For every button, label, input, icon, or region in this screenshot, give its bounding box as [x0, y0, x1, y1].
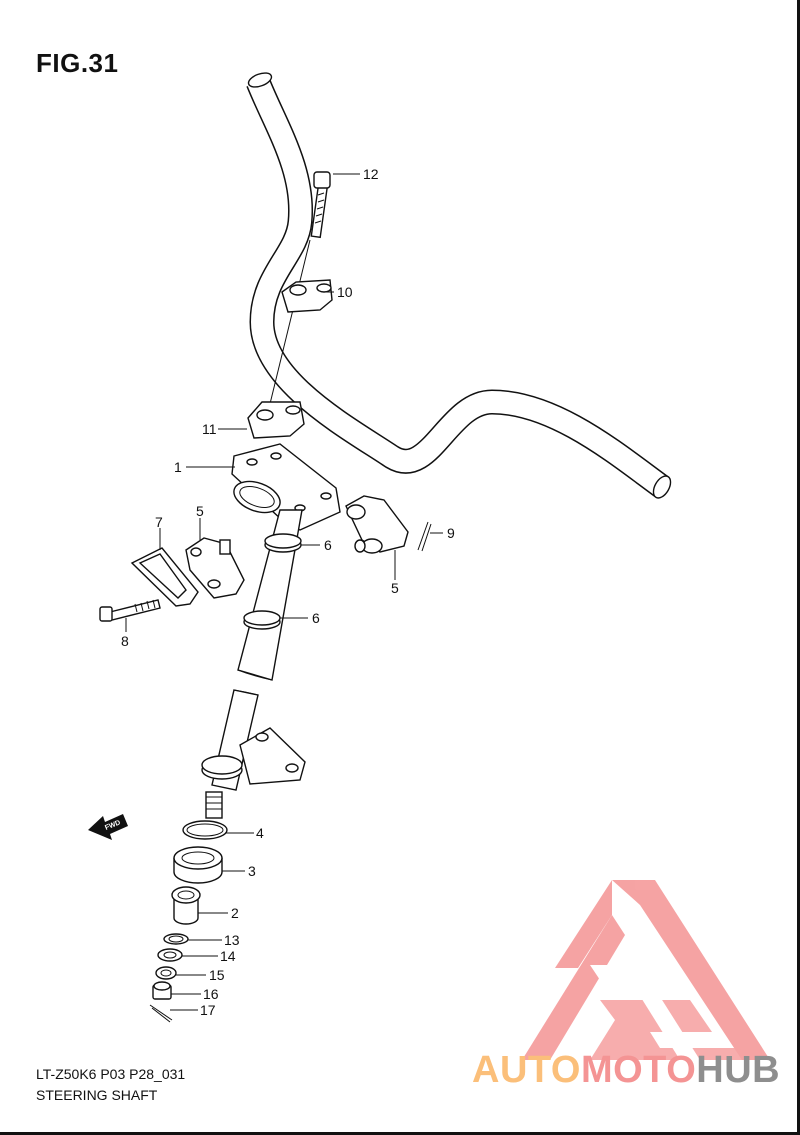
- part-2-bushing: [171, 886, 201, 925]
- callout-6-lower: 6: [312, 610, 320, 626]
- part-5-left-holder: [185, 537, 245, 599]
- steering-shaft-lower: [201, 689, 306, 819]
- part-17-cotter-pin: [149, 1004, 173, 1023]
- callout-15: 15: [209, 967, 225, 983]
- callout-2: 2: [231, 905, 239, 921]
- callout-13: 13: [224, 932, 240, 948]
- callout-4: 4: [256, 825, 264, 841]
- part-11-lower-holder: [247, 401, 305, 439]
- callout-5-left: 5: [196, 503, 204, 519]
- callout-17: 17: [200, 1002, 216, 1018]
- watermark-hub: HUB: [696, 1049, 781, 1091]
- callout-10: 10: [337, 284, 353, 300]
- part-1-steering-plate: [231, 443, 341, 531]
- fwd-arrow-icon: FWD: [88, 814, 128, 840]
- figure-title: FIG.31: [36, 48, 119, 78]
- part-7-lock-plate: [130, 547, 199, 607]
- part-10-upper-holder: [281, 279, 333, 313]
- frame-border-bottom: [0, 1132, 800, 1135]
- watermark-auto: AUTO: [472, 1049, 581, 1091]
- callout-7: 7: [155, 514, 163, 530]
- callout-3: 3: [248, 863, 256, 879]
- part-16-nut: [152, 981, 172, 1000]
- watermark-logo: [522, 880, 770, 1060]
- part-8-bolt: [99, 599, 161, 622]
- watermark-moto: MOTO: [580, 1049, 697, 1091]
- callout-14: 14: [220, 948, 236, 964]
- leader-lines: [125, 173, 443, 1011]
- watermark-text: AUTOMOTOHUB: [472, 1049, 780, 1092]
- diagram-code: LT-Z50K6 P03 P28_031: [36, 1066, 186, 1082]
- handlebar: [246, 72, 672, 499]
- part-5-right-holder: [345, 495, 409, 554]
- callout-6-upper: 6: [324, 537, 332, 553]
- diagram-name: STEERING SHAFT: [36, 1087, 158, 1103]
- part-3-oil-seal: [173, 846, 223, 884]
- steering-shaft-upper: [237, 509, 303, 681]
- callout-1: 1: [174, 459, 182, 475]
- callout-9: 9: [447, 525, 455, 541]
- part-12-bolt: [267, 171, 331, 413]
- frame-border-right: [797, 0, 800, 1135]
- callout-5-right: 5: [391, 580, 399, 596]
- callout-16: 16: [203, 986, 219, 1002]
- part-9-cotter-pin: [417, 521, 432, 552]
- callout-12: 12: [363, 166, 379, 182]
- callout-11: 11: [202, 421, 217, 437]
- callout-8: 8: [121, 633, 129, 649]
